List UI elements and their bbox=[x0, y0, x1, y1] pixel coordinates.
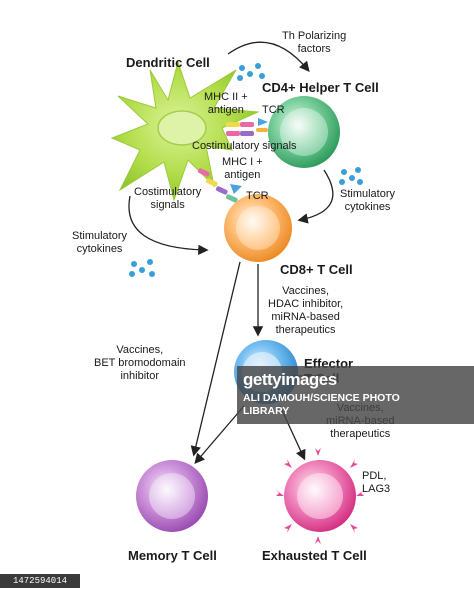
label-th-polarizing: Th Polarizing factors bbox=[282, 30, 347, 55]
label-exhausted: Exhausted T Cell bbox=[262, 548, 367, 563]
label-mhc1: MHC I + antigen bbox=[222, 156, 263, 181]
label-costim-top: Costimulatory signals bbox=[192, 140, 297, 152]
label-stim-left: Stimulatory cytokines bbox=[72, 230, 128, 255]
receptor-pairs-mid bbox=[197, 168, 242, 203]
watermark-banner: gettyimages ALI DAMOUH/SCIENCE PHOTO LIB… bbox=[237, 366, 474, 424]
label-dendritic-cell: Dendritic Cell bbox=[126, 55, 210, 70]
label-pdl-lag3: PDL, LAG3 bbox=[362, 470, 391, 495]
image-id-bar: 1472594014 bbox=[0, 574, 80, 588]
label-therapy-center: Vaccines, HDAC inhibitor, miRNA-based th… bbox=[268, 285, 344, 336]
label-cd4-helper: CD4+ Helper T Cell bbox=[262, 80, 379, 95]
getty-logo: gettyimages bbox=[243, 370, 337, 389]
arrows bbox=[128, 41, 334, 464]
label-tcr-top: TCR bbox=[262, 104, 285, 116]
exhausted-t-cell bbox=[276, 448, 364, 544]
label-cd8: CD8+ T Cell bbox=[280, 262, 353, 277]
label-mhc2: MHC II + antigen bbox=[204, 91, 248, 116]
label-memory: Memory T Cell bbox=[128, 548, 217, 563]
memory-t-cell bbox=[136, 460, 208, 532]
label-tcr-mid: TCR bbox=[246, 190, 269, 202]
cytokine-dots bbox=[129, 63, 363, 277]
watermark-credit: ALI DAMOUH/SCIENCE PHOTO LIBRARY bbox=[243, 392, 400, 417]
cd8-t-cell bbox=[224, 194, 292, 262]
label-stim-right: Stimulatory cytokines bbox=[340, 188, 396, 213]
cd4-helper-t-cell bbox=[268, 96, 340, 168]
label-costim-left: Costimulatory signals bbox=[134, 186, 202, 211]
label-therapy-left: Vaccines, BET bromodomain inhibitor bbox=[94, 344, 186, 382]
receptor-pairs-top bbox=[226, 118, 268, 136]
